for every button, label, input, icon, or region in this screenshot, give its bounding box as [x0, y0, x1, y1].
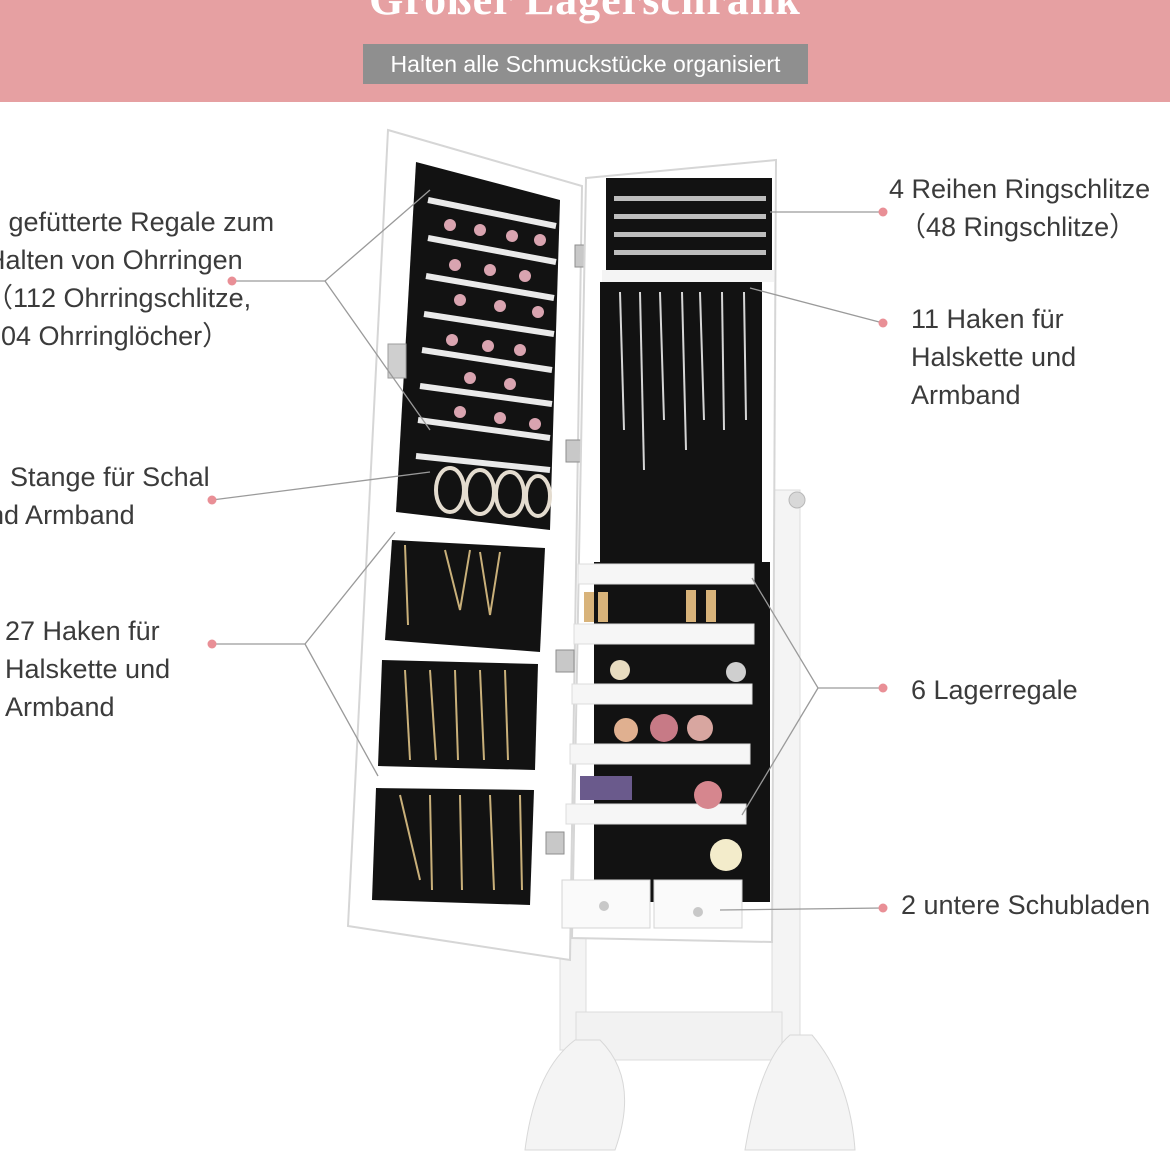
- header-banner: Großer Lagerschrank Halten alle Schmucks…: [0, 0, 1170, 102]
- lower-drawers: [561, 879, 743, 929]
- callout-necklace-hooks: 11 Haken für Halskette und Armband: [911, 304, 1077, 410]
- callout-dots: [207, 207, 888, 913]
- callout-ring-slots: 4 Reihen Ringschlitze （48 Ringschlitze）: [889, 174, 1151, 242]
- banner-title: Großer Lagerschrank: [0, 0, 1170, 25]
- callout-earring-shelves: 8 gefütterte Regale zum Halten von Ohrri…: [0, 207, 275, 351]
- callout-door-hooks: 27 Haken für Halskette und Armband: [5, 616, 171, 722]
- cabinet-stand: [524, 489, 856, 1151]
- callout-drawers: 2 untere Schubladen: [901, 890, 1151, 920]
- cabinet-body: [561, 158, 778, 944]
- callout-storage-shelves: 6 Lagerregale: [911, 675, 1078, 705]
- callout-leaders: [211, 189, 884, 911]
- callout-scarf-bar: Stange für Schal und Armband: [0, 462, 210, 530]
- cabinet-door: [346, 128, 584, 962]
- banner-subtitle: Halten alle Schmuckstücke organisiert: [363, 44, 808, 84]
